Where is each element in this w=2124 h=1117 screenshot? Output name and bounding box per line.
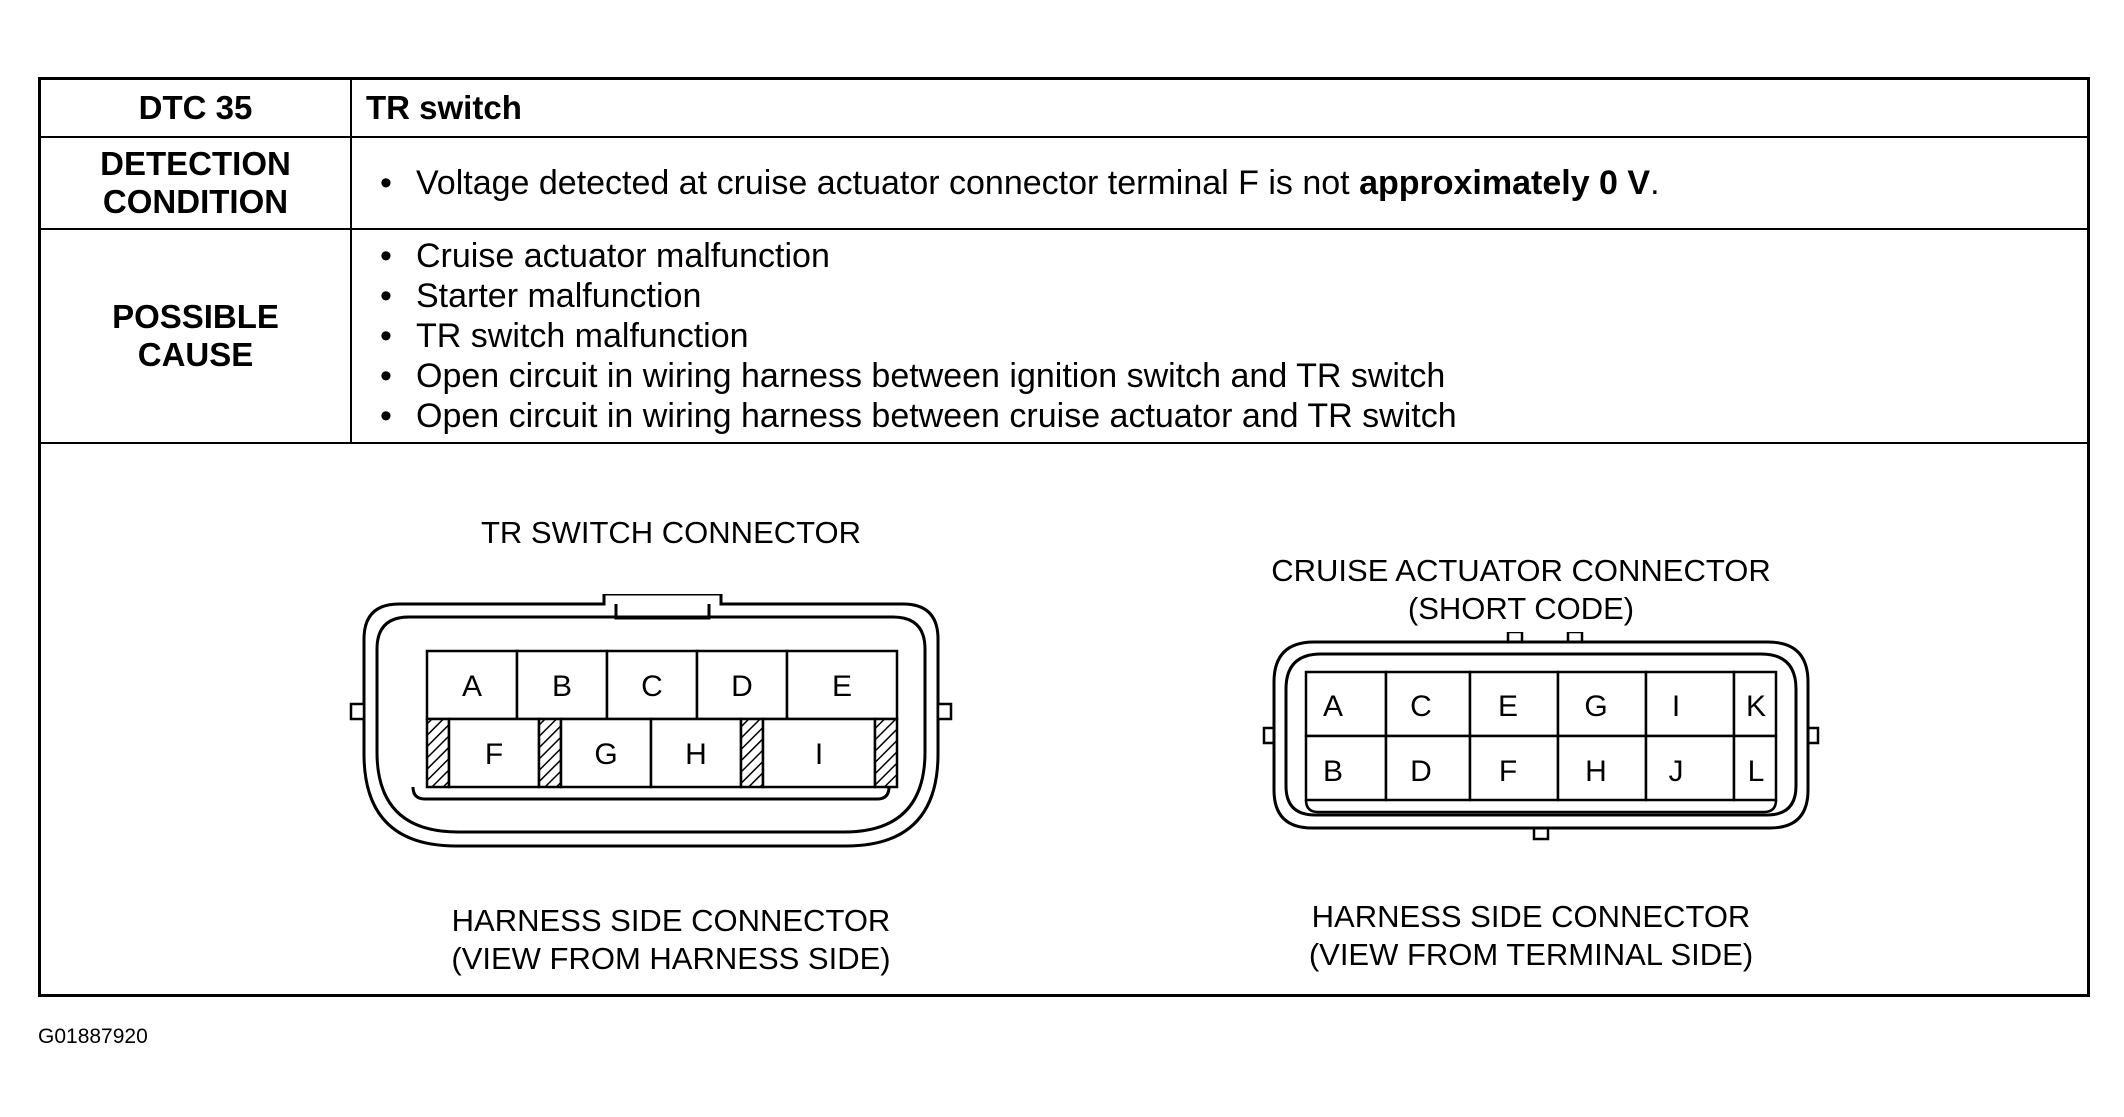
- dtc-table: DTC 35 TR switch DETECTION CONDITION Vol…: [38, 77, 2090, 997]
- cruise-terminal-label: G: [1584, 690, 1607, 723]
- cruise-terminal-label: H: [1585, 755, 1607, 788]
- cause-item: Starter malfunction: [366, 276, 2087, 316]
- cruise-terminal-label: A: [1323, 690, 1343, 723]
- cruise-terminal-label: L: [1748, 755, 1765, 788]
- cause-item: Open circuit in wiring harness between i…: [366, 356, 2087, 396]
- cruise-terminal-label: F: [1499, 755, 1517, 788]
- tr-terminal-label: D: [731, 670, 753, 703]
- tr-connector-caption: HARNESS SIDE CONNECTOR (VIEW FROM HARNES…: [451, 903, 891, 976]
- detection-row: DETECTION CONDITION Voltage detected at …: [41, 138, 2087, 230]
- tr-terminal-label: I: [815, 738, 823, 771]
- detection-label: DETECTION CONDITION: [41, 138, 352, 228]
- cruise-terminal-label: I: [1672, 690, 1680, 723]
- cause-item: TR switch malfunction: [366, 316, 2087, 356]
- connector-diagrams: TR SWITCH CONNECTOR: [41, 444, 2087, 994]
- possible-cause-row: POSSIBLE CAUSE Cruise actuator malfuncti…: [41, 230, 2087, 444]
- cruise-terminal-label: D: [1410, 755, 1432, 788]
- dtc-title: TR switch: [366, 89, 522, 126]
- tr-terminal-label: F: [485, 738, 503, 771]
- tr-connector-title: TR SWITCH CONNECTOR: [480, 515, 862, 550]
- tr-terminal-label: E: [832, 670, 852, 703]
- cruise-connector-title: CRUISE ACTUATOR CONNECTOR (SHORT CODE): [1271, 553, 1771, 626]
- cruise-terminal-label: C: [1410, 690, 1432, 723]
- cruise-terminal-label: J: [1669, 755, 1684, 788]
- detection-condition-text: Voltage detected at cruise actuator conn…: [366, 163, 2087, 203]
- possible-cause-list: Cruise actuator malfunction Starter malf…: [366, 236, 2087, 436]
- dtc-code: DTC 35: [41, 80, 352, 136]
- cruise-terminal-label: K: [1746, 690, 1766, 723]
- cruise-actuator-connector: A C E G I K B D F H J L: [1262, 632, 1820, 841]
- tr-terminal-label: A: [462, 670, 482, 703]
- cruise-terminal-label: E: [1498, 690, 1518, 723]
- cruise-connector-caption: HARNESS SIDE CONNECTOR (VIEW FROM TERMIN…: [1308, 899, 1754, 972]
- document-id: G01887920: [38, 1025, 148, 1048]
- cause-item: Cruise actuator malfunction: [366, 236, 2087, 276]
- tr-terminal-label: G: [594, 738, 617, 771]
- header-row: DTC 35 TR switch: [41, 80, 2087, 138]
- cruise-terminal-label: B: [1323, 755, 1343, 788]
- tr-terminal-label: B: [552, 670, 572, 703]
- possible-cause-label: POSSIBLE CAUSE: [41, 230, 352, 442]
- tr-switch-connector: A B C D E F G H I: [349, 594, 953, 848]
- tr-terminal-label: H: [685, 738, 707, 771]
- tr-terminal-label: C: [641, 670, 663, 703]
- cause-item: Open circuit in wiring harness between c…: [366, 396, 2087, 436]
